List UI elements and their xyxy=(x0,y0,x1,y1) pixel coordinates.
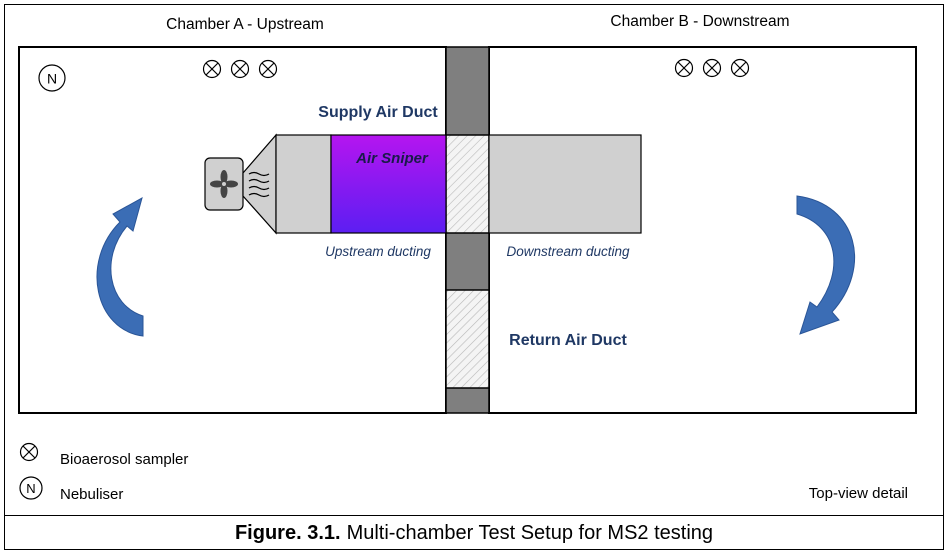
fan-icon xyxy=(210,170,238,198)
chamber-a-label: Chamber A - Upstream xyxy=(166,16,324,33)
caption-text: Multi-chamber Test Setup for MS2 testing xyxy=(346,521,714,544)
upstream-ducting-label: Upstream ducting xyxy=(325,244,431,259)
bioaerosol-sampler-icon xyxy=(202,59,222,79)
nebuliser-letter: N xyxy=(47,71,57,87)
supply-duct-label: Supply Air Duct xyxy=(318,104,438,121)
bioaerosol-sampler-icon xyxy=(730,58,750,78)
legend-sampler-icon xyxy=(19,442,39,462)
bioaerosol-sampler-icon xyxy=(702,58,722,78)
return-duct-label: Return Air Duct xyxy=(509,332,627,349)
legend-nebuliser-letter: N xyxy=(26,481,35,496)
top-view-note: Top-view detail xyxy=(809,485,908,502)
bioaerosol-sampler-icon xyxy=(230,59,250,79)
return-duct-wall-opening xyxy=(445,289,490,389)
airflow-waves-icon xyxy=(248,171,270,198)
legend-nebuliser-icon: N xyxy=(19,476,43,500)
bioaerosol-sampler-icon xyxy=(674,58,694,78)
dividing-wall xyxy=(445,46,490,414)
air-sniper-label: Air Sniper xyxy=(355,150,429,167)
legend-nebuliser-label: Nebuliser xyxy=(60,486,123,503)
air-sniper-device xyxy=(330,134,447,234)
upstream-duct-segment xyxy=(275,134,332,234)
curved-arrow-icon xyxy=(96,196,144,337)
chamber-b-label: Chamber B - Downstream xyxy=(610,13,789,30)
legend-sampler-label: Bioaerosol sampler xyxy=(60,451,188,468)
bioaerosol-sampler-icon xyxy=(258,59,278,79)
figure-caption: Figure. 3.1. Multi-chamber Test Setup fo… xyxy=(4,515,944,550)
supply-duct-wall-opening xyxy=(445,134,490,234)
curved-arrow-icon xyxy=(796,195,856,335)
downstream-duct-segment xyxy=(488,134,642,234)
fan-unit xyxy=(204,133,277,235)
nebuliser-icon: N xyxy=(38,64,66,92)
downstream-ducting-label: Downstream ducting xyxy=(506,244,630,259)
caption-number: Figure. 3.1. xyxy=(234,521,341,544)
figure-frame xyxy=(4,4,944,550)
